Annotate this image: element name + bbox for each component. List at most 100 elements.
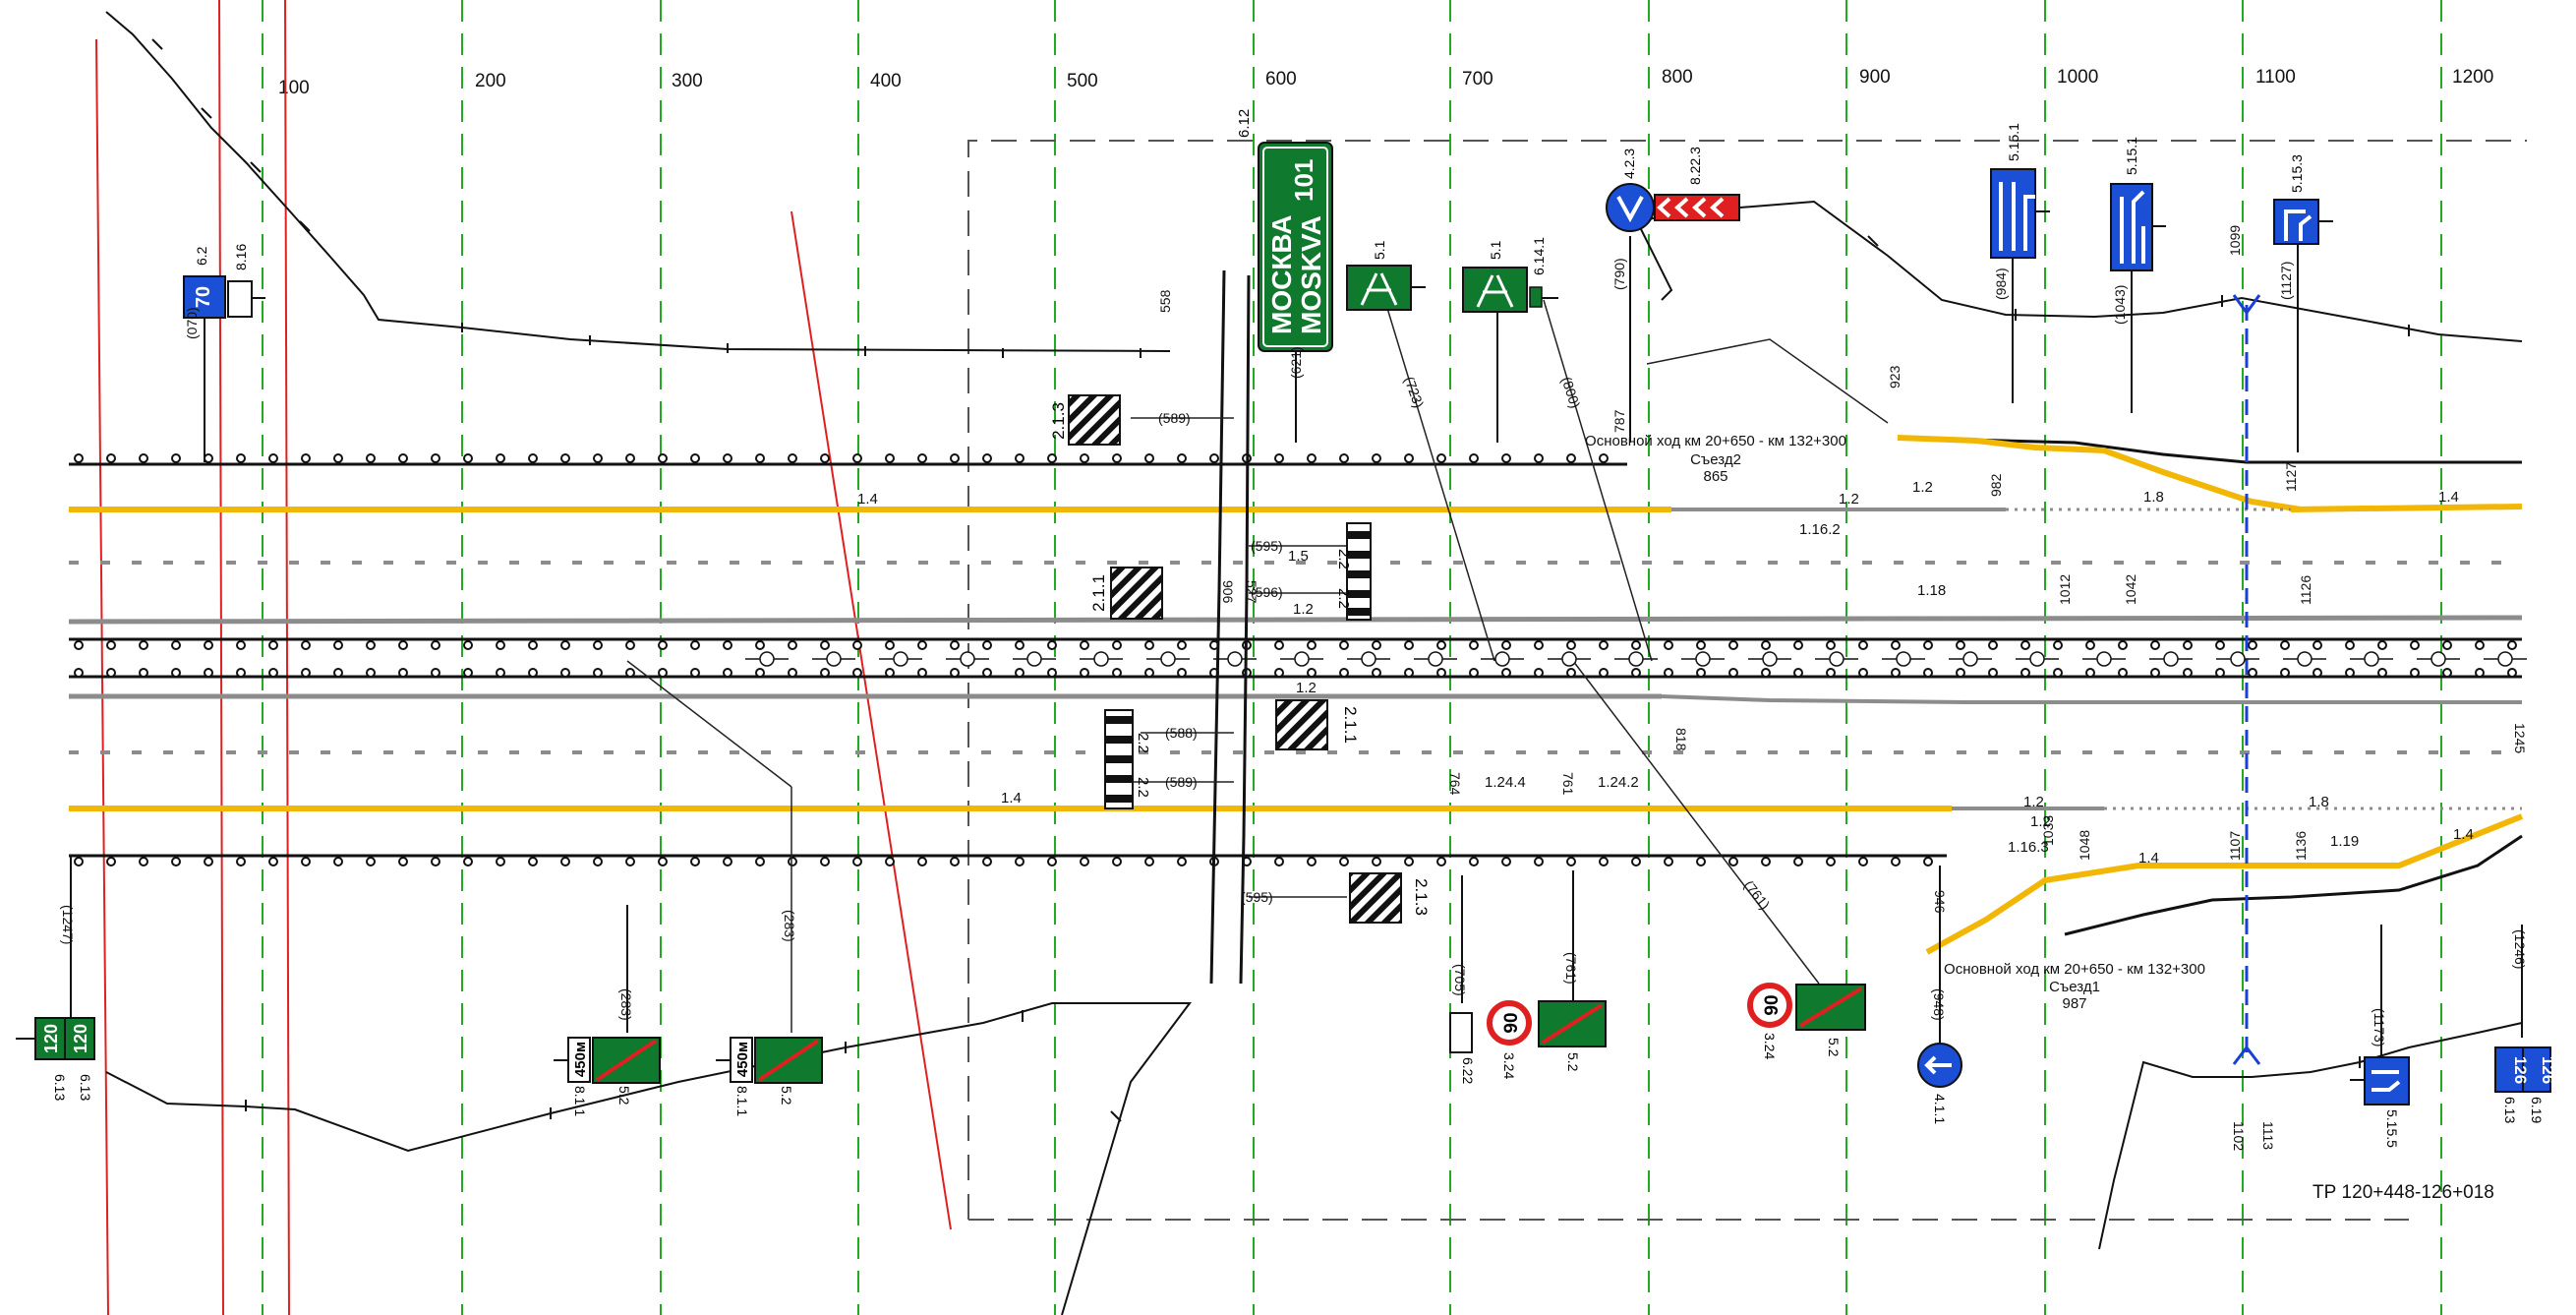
road-post: [74, 857, 84, 867]
road-post: [1988, 668, 1998, 678]
road-post: [1826, 857, 1836, 867]
road-post: [2442, 668, 2452, 678]
svg-text:8.1.1: 8.1.1: [734, 1086, 750, 1116]
svg-text:2.1.1: 2.1.1: [1341, 706, 1360, 744]
road-post: [106, 453, 116, 463]
svg-text:(761): (761): [1563, 952, 1579, 985]
road-post: [204, 640, 213, 650]
svg-text:5.1: 5.1: [1372, 240, 1387, 260]
road-post: [1047, 640, 1057, 650]
svg-text:Съезд1: Съезд1: [2049, 979, 2100, 995]
svg-text:5.2: 5.2: [1826, 1038, 1842, 1057]
road-post: [1436, 640, 1446, 650]
road-post: [431, 857, 440, 867]
road-post: [1015, 640, 1025, 650]
lighting-pole: [2216, 651, 2259, 667]
road-post: [560, 453, 570, 463]
road-post: [1177, 668, 1187, 678]
road-post: [1015, 453, 1025, 463]
road-post: [204, 668, 213, 678]
road-post: [463, 640, 473, 650]
road-post: [2085, 668, 2095, 678]
scale-label: 300: [672, 71, 703, 91]
road-post: [2377, 640, 2387, 650]
svg-text:(723): (723): [1401, 375, 1427, 410]
road-post: [1307, 857, 1317, 867]
marking-labels: 1.4 1.4 1.4 1.4 1.4 1.2 1.2 1.2 1.2 1.2 …: [857, 479, 2474, 867]
road-post: [528, 668, 538, 678]
svg-text:1.16.3: 1.16.3: [2008, 839, 2049, 856]
road-post: [1339, 857, 1349, 867]
svg-text:1113: 1113: [2260, 1121, 2276, 1150]
svg-text:(948): (948): [1931, 988, 1947, 1021]
svg-text:(1173): (1173): [2371, 1008, 2387, 1046]
road-post: [1761, 668, 1771, 678]
road-post: [366, 857, 376, 867]
offset-labels: 558 (589) (595) (596) (588) (589) (595) …: [60, 225, 2528, 1152]
svg-text:MOSKVA: MOSKVA: [1296, 215, 1326, 334]
svg-text:(790): (790): [1611, 258, 1627, 290]
svg-text:1127: 1127: [2283, 462, 2299, 492]
road-post: [463, 453, 473, 463]
svg-text:8.22.3: 8.22.3: [1687, 147, 1703, 185]
road-post: [2410, 640, 2420, 650]
scale-label: 200: [475, 71, 506, 91]
svg-text:1012: 1012: [2057, 574, 2073, 605]
road-post: [1696, 668, 1706, 678]
road-post: [1307, 640, 1317, 650]
sign-5-15-1-b: 5.15.1: [2110, 137, 2166, 271]
road-post: [2345, 668, 2355, 678]
svg-text:1.18: 1.18: [1917, 582, 1946, 599]
road-post: [885, 857, 895, 867]
scale-label: 700: [1462, 69, 1493, 90]
lighting-pole: [1882, 651, 1925, 667]
svg-text:(283): (283): [782, 910, 797, 942]
svg-text:1033: 1033: [2040, 815, 2056, 846]
road-post: [755, 857, 765, 867]
road-post: [236, 668, 246, 678]
route-annotation-bottom: Основной ход км 20+650 - км 132+300 Съез…: [1944, 961, 2205, 1012]
road-post: [1080, 453, 1089, 463]
svg-text:1.2: 1.2: [1296, 680, 1317, 696]
road-post: [1728, 640, 1738, 650]
road-post: [2118, 668, 2128, 678]
road-post: [1761, 640, 1771, 650]
road-post: [2280, 668, 2290, 678]
svg-text:1126: 1126: [2298, 575, 2313, 605]
road-post: [1599, 857, 1609, 867]
lighting-pole: [1481, 651, 1524, 667]
sign-5-1-a: 5.1: [1346, 240, 1426, 311]
road-post: [1858, 668, 1868, 678]
svg-text:1.4: 1.4: [2138, 850, 2159, 867]
svg-text:1.2: 1.2: [1839, 491, 1859, 508]
road-post: [398, 453, 408, 463]
route-annotation-top: Основной ход км 20+650 - км 132+300 Съез…: [1585, 433, 1846, 485]
road-post: [658, 453, 668, 463]
svg-text:865: 865: [1703, 468, 1727, 485]
hatch-box-4: 2.1.3: [1349, 872, 1431, 924]
svg-text:764: 764: [1447, 772, 1463, 796]
scale-label: 1100: [2255, 67, 2296, 88]
lighting-pole: [1080, 651, 1123, 667]
road-post: [1339, 453, 1349, 463]
road-post: [1047, 857, 1057, 867]
road-post: [1566, 857, 1576, 867]
svg-text:(589): (589): [1158, 410, 1191, 426]
svg-text:90: 90: [1762, 994, 1783, 1015]
sign-5-1-b: 5.1 6.14.1: [1462, 237, 1558, 313]
road-post: [1501, 453, 1511, 463]
road-post: [74, 640, 84, 650]
road-post: [2150, 640, 2160, 650]
scale-label: 800: [1662, 67, 1693, 88]
svg-text:1048: 1048: [2077, 830, 2092, 861]
road-post: [106, 640, 116, 650]
road-post: [1599, 640, 1609, 650]
road-post: [366, 668, 376, 678]
road-post: [268, 668, 278, 678]
road-post: [2410, 668, 2420, 678]
svg-text:(283): (283): [618, 988, 634, 1021]
road-post: [139, 668, 148, 678]
road-post: [2085, 640, 2095, 650]
road-post: [593, 668, 603, 678]
